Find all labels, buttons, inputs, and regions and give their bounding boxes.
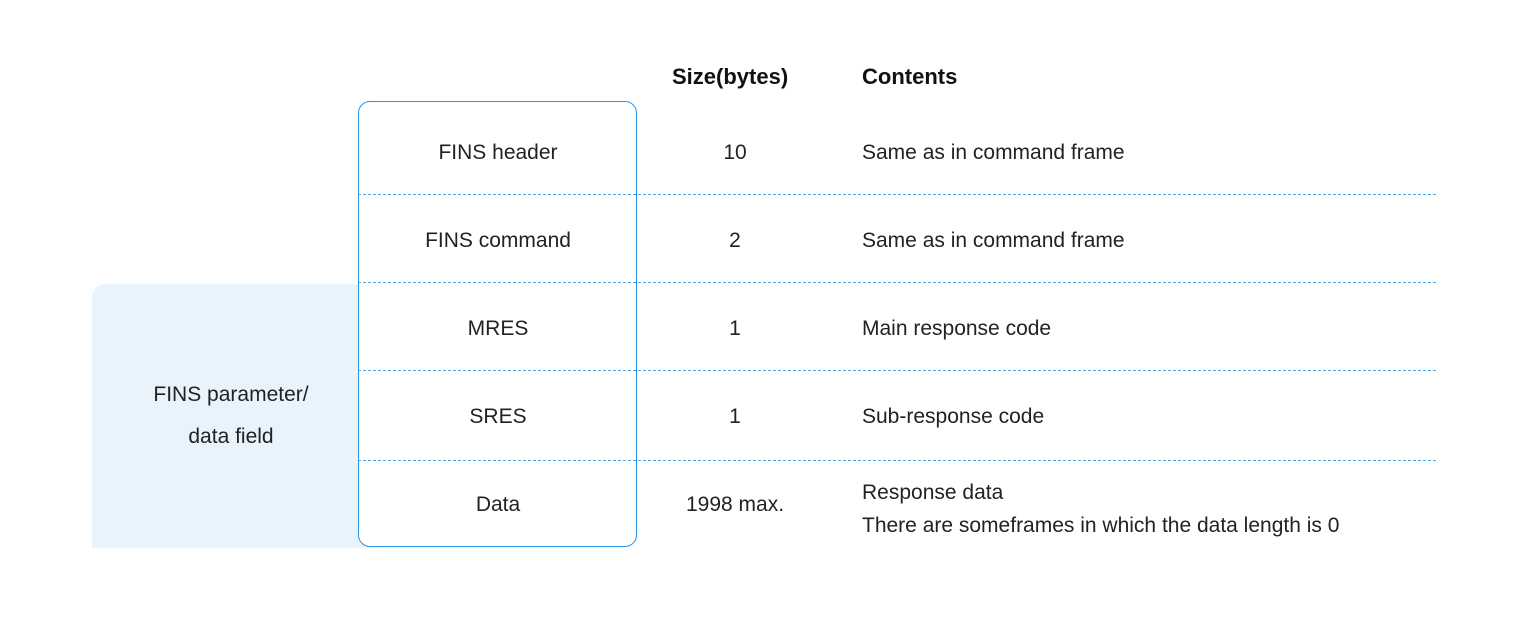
- row-divider: [358, 194, 1436, 195]
- row-divider: [358, 282, 1436, 283]
- parameter-field-label-line1: FINS parameter/: [153, 383, 309, 406]
- field-contents-sres: Sub-response code: [862, 405, 1045, 428]
- field-contents-fins-header: Same as in command frame: [862, 141, 1125, 164]
- field-contents-data-note: There are someframes in which the data l…: [862, 514, 1340, 537]
- size-column-header: Size(bytes): [672, 64, 789, 89]
- field-name-sres: SRES: [469, 405, 527, 428]
- parameter-field-label-line2: data field: [188, 425, 274, 448]
- field-size-data: 1998 max.: [685, 493, 785, 516]
- field-size-mres: 1: [729, 317, 741, 340]
- field-contents-mres: Main response code: [862, 317, 1052, 340]
- field-contents-fins-command: Same as in command frame: [862, 229, 1125, 252]
- field-name-fins-header: FINS header: [438, 141, 558, 164]
- field-contents-data: Response data: [862, 481, 1004, 504]
- frame-outline-box: [358, 101, 637, 547]
- field-size-sres: 1: [729, 405, 741, 428]
- parameter-field-background: [92, 284, 382, 548]
- field-size-fins-command: 2: [729, 229, 741, 252]
- contents-column-header: Contents: [862, 64, 958, 89]
- field-name-mres: MRES: [467, 317, 529, 340]
- parameter-field-label: FINS parameter/ data field: [92, 284, 370, 548]
- field-name-fins-command: FINS command: [425, 229, 571, 252]
- field-size-fins-header: 10: [723, 141, 747, 164]
- row-divider: [358, 460, 1436, 461]
- row-divider: [358, 370, 1436, 371]
- field-name-data: Data: [475, 493, 521, 516]
